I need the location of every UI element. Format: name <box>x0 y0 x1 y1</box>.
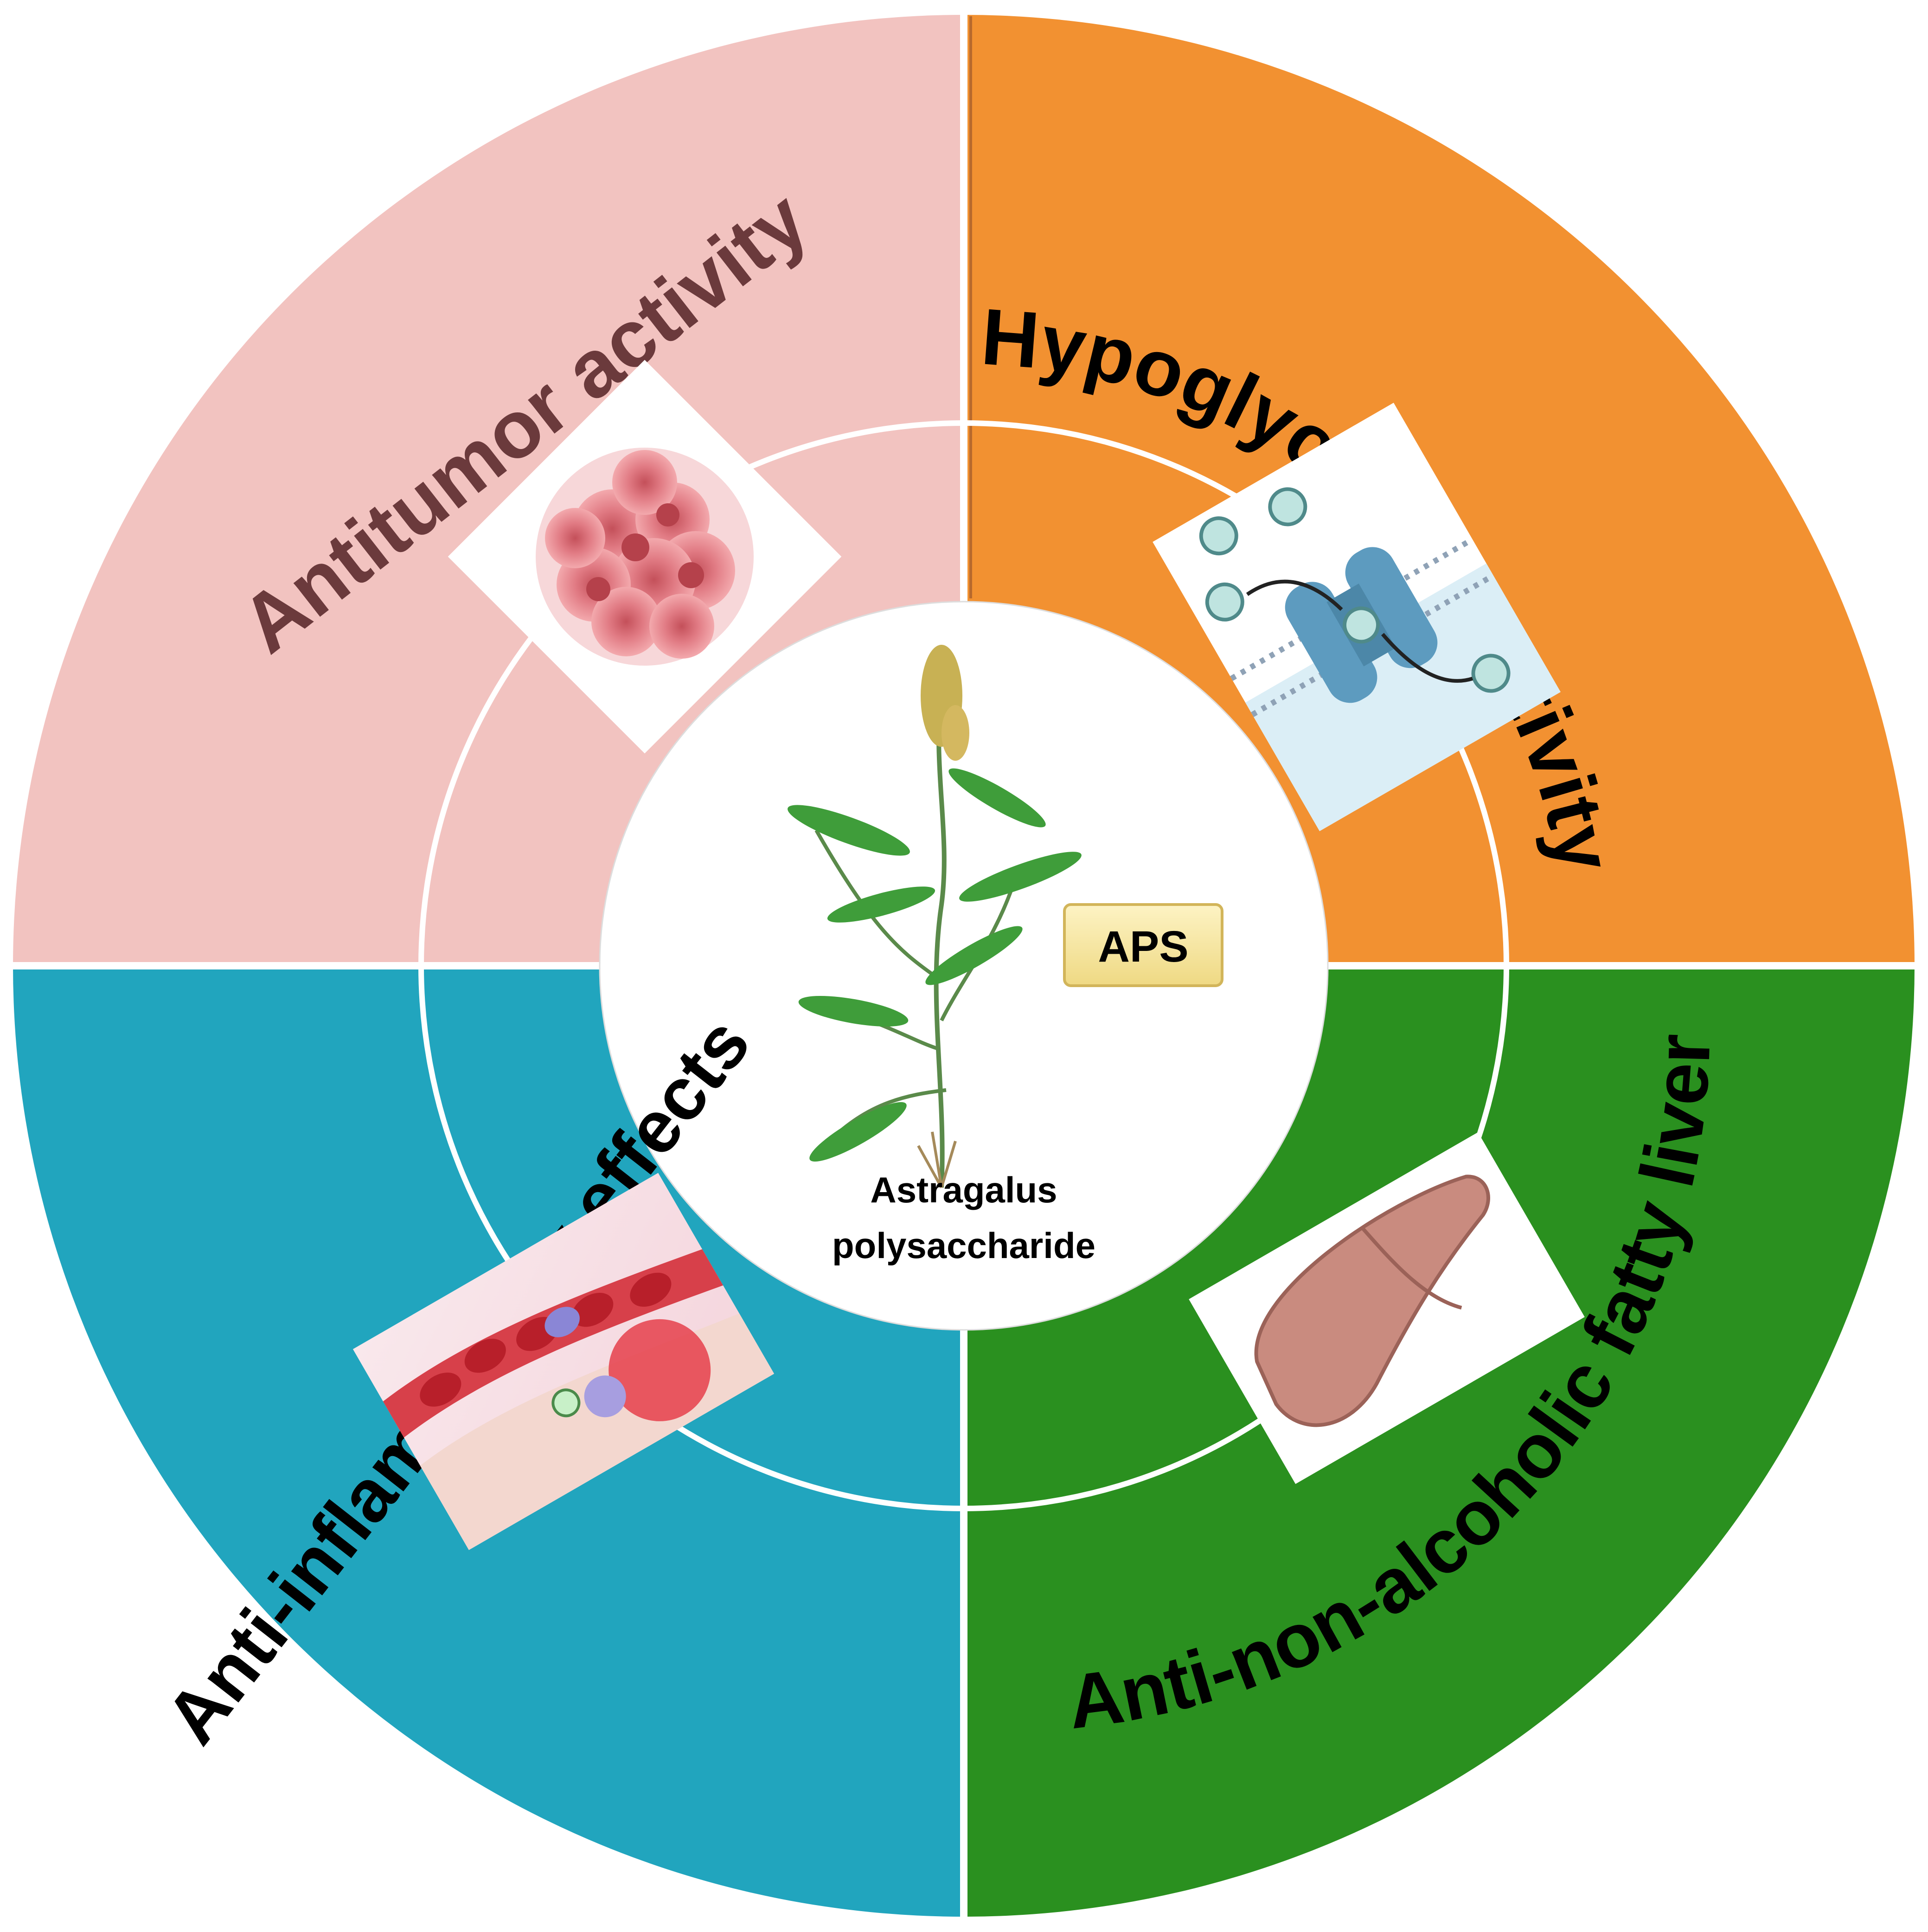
astragalus-plant-illustration <box>788 645 1082 1188</box>
center-disc-outline <box>599 601 1329 1331</box>
aps-badge-label: APS <box>1098 922 1188 971</box>
membrane-glucose-transporter-icon <box>1153 403 1561 831</box>
inner-ring <box>418 420 1509 1511</box>
liver-icon <box>1189 1132 1585 1484</box>
center-label-line2: polysaccharide <box>832 1225 1095 1266</box>
center-label-line1: Astragalus <box>870 1169 1057 1210</box>
inflamed-blood-vessel-icon <box>352 1173 775 1550</box>
aps-badge: APS <box>1063 903 1223 987</box>
